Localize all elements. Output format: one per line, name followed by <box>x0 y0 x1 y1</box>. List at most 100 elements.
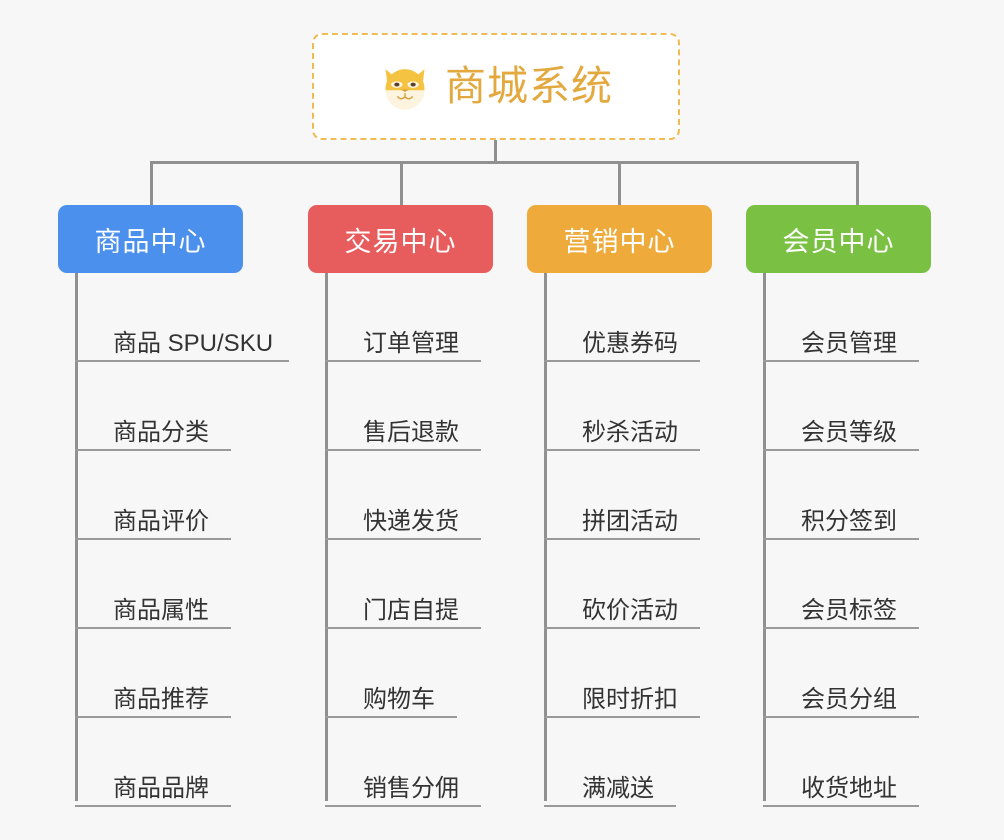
leaf-label: 购物车 <box>363 686 435 713</box>
branch-header-2[interactable]: 交易中心 <box>308 205 493 273</box>
leaf-rule <box>544 716 700 718</box>
branch-header-1[interactable]: 商品中心 <box>58 205 243 273</box>
leaf-label: 商品推荐 <box>113 686 209 713</box>
leaf-label: 限时折扣 <box>582 686 678 713</box>
leaf-label: 商品分类 <box>113 419 209 446</box>
leaf-item[interactable]: 快递发货 <box>325 451 493 540</box>
branch-column-4: 会员中心 会员管理 会员等级 积分签到 会员标签 <box>746 205 931 807</box>
leaf-label: 收货地址 <box>801 775 897 802</box>
leaf-item[interactable]: 秒杀活动 <box>544 362 712 451</box>
leaf-rule <box>325 449 481 451</box>
leaf-rule <box>763 627 919 629</box>
leaf-rule <box>75 538 231 540</box>
leaf-rule <box>75 716 231 718</box>
leaf-rule <box>75 360 289 362</box>
leaf-list-4: 会员管理 会员等级 积分签到 会员标签 会员分组 <box>763 273 931 807</box>
connector-drop-1 <box>150 161 153 206</box>
leaf-label: 满减送 <box>582 775 654 802</box>
leaf-label: 拼团活动 <box>582 508 678 535</box>
leaf-rule <box>75 805 231 807</box>
branch-header-3[interactable]: 营销中心 <box>527 205 712 273</box>
leaf-label: 售后退款 <box>363 419 459 446</box>
leaf-label: 门店自提 <box>363 597 459 624</box>
root-node[interactable]: 商城系统 <box>312 33 680 140</box>
leaf-item[interactable]: 会员等级 <box>763 362 931 451</box>
connector-drop-4 <box>856 161 859 206</box>
leaf-item[interactable]: 销售分佣 <box>325 718 493 807</box>
leaf-label: 快递发货 <box>363 508 459 535</box>
branch-column-2: 交易中心 订单管理 售后退款 快递发货 门店自提 <box>308 205 493 807</box>
leaf-label: 会员等级 <box>801 419 897 446</box>
branch-body-1: 商品 SPU/SKU 商品分类 商品评价 商品属性 商品推荐 <box>75 273 289 807</box>
dog-face-icon <box>385 68 425 110</box>
leaf-label: 会员分组 <box>801 686 897 713</box>
leaf-rule <box>763 360 919 362</box>
leaf-rule <box>544 805 676 807</box>
leaf-item[interactable]: 砍价活动 <box>544 540 712 629</box>
leaf-list-3: 优惠券码 秒杀活动 拼团活动 砍价活动 限时折扣 <box>544 273 712 807</box>
branch-header-label-4: 会员中心 <box>782 226 895 257</box>
leaf-rule <box>544 627 700 629</box>
leaf-item[interactable]: 满减送 <box>544 718 712 807</box>
leaf-label: 积分签到 <box>801 508 897 535</box>
branch-body-4: 会员管理 会员等级 积分签到 会员标签 会员分组 <box>763 273 931 807</box>
leaf-item[interactable]: 售后退款 <box>325 362 493 451</box>
branch-spine-1 <box>75 273 78 801</box>
leaf-rule <box>544 360 700 362</box>
leaf-label: 秒杀活动 <box>582 419 678 446</box>
leaf-label: 商品品牌 <box>113 775 209 802</box>
leaf-item[interactable]: 商品 SPU/SKU <box>75 273 289 362</box>
leaf-item[interactable]: 会员标签 <box>763 540 931 629</box>
leaf-item[interactable]: 收货地址 <box>763 718 931 807</box>
branch-spine-2 <box>325 273 328 801</box>
leaf-label: 商品 SPU/SKU <box>113 330 274 357</box>
leaf-rule <box>544 538 700 540</box>
leaf-item[interactable]: 拼团活动 <box>544 451 712 540</box>
branch-header-label-2: 交易中心 <box>344 226 457 257</box>
leaf-item[interactable]: 商品属性 <box>75 540 287 629</box>
leaf-label: 商品评价 <box>113 508 209 535</box>
leaf-item[interactable]: 积分签到 <box>763 451 931 540</box>
leaf-item[interactable]: 限时折扣 <box>544 629 712 718</box>
leaf-item[interactable]: 商品品牌 <box>75 718 287 807</box>
connector-horizontal-bus <box>150 161 859 164</box>
leaf-rule <box>325 805 481 807</box>
connector-root-stem <box>494 140 497 164</box>
leaf-label: 会员管理 <box>801 330 897 357</box>
leaf-rule <box>325 627 481 629</box>
leaf-item[interactable]: 商品推荐 <box>75 629 287 718</box>
leaf-item[interactable]: 商品评价 <box>75 451 287 540</box>
leaf-item[interactable]: 优惠券码 <box>544 273 712 362</box>
connector-drop-2 <box>400 161 403 206</box>
leaf-list-2: 订单管理 售后退款 快递发货 门店自提 购物车 <box>325 273 493 807</box>
leaf-item[interactable]: 购物车 <box>325 629 493 718</box>
leaf-rule <box>325 538 481 540</box>
branch-header-4[interactable]: 会员中心 <box>746 205 931 273</box>
branch-body-2: 订单管理 售后退款 快递发货 门店自提 购物车 <box>325 273 493 807</box>
leaf-item[interactable]: 订单管理 <box>325 273 493 362</box>
leaf-rule <box>325 716 457 718</box>
branch-header-label-3: 营销中心 <box>563 226 676 257</box>
leaf-rule <box>75 627 231 629</box>
leaf-list-1: 商品 SPU/SKU 商品分类 商品评价 商品属性 商品推荐 <box>75 273 289 807</box>
leaf-item[interactable]: 商品分类 <box>75 362 287 451</box>
leaf-label: 订单管理 <box>363 330 459 357</box>
leaf-label: 销售分佣 <box>363 775 459 802</box>
branch-header-label-1: 商品中心 <box>94 226 207 257</box>
leaf-label: 会员标签 <box>801 597 897 624</box>
leaf-item[interactable]: 会员管理 <box>763 273 931 362</box>
leaf-item[interactable]: 门店自提 <box>325 540 493 629</box>
branch-spine-4 <box>763 273 766 801</box>
leaf-item[interactable]: 会员分组 <box>763 629 931 718</box>
branch-spine-3 <box>544 273 547 801</box>
leaf-rule <box>544 449 700 451</box>
leaf-rule <box>325 360 481 362</box>
leaf-label: 砍价活动 <box>582 597 678 624</box>
root-title: 商城系统 <box>445 63 613 109</box>
branch-column-3: 营销中心 优惠券码 秒杀活动 拼团活动 砍价活动 <box>527 205 712 807</box>
branch-column-1: 商品中心 商品 SPU/SKU 商品分类 商品评价 商品属 <box>58 205 289 807</box>
leaf-rule <box>763 449 919 451</box>
leaf-rule <box>763 805 919 807</box>
leaf-rule <box>763 716 919 718</box>
